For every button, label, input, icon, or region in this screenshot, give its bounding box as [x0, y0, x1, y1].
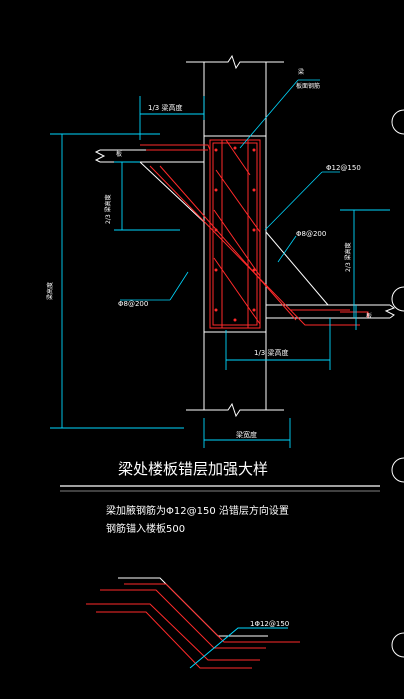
rebar-dots	[214, 146, 256, 322]
annotations: 1/3 梁高度 1/3 梁高度 2/3 梁高度 2/3 梁高度 梁高度 梁宽度 …	[46, 68, 372, 439]
note-line-2: 钢筋锚入楼板500	[106, 522, 185, 535]
dim-beam-width-label: 梁宽度	[236, 430, 257, 439]
callout-top-a: 梁	[298, 68, 304, 76]
note-line-1: 梁加腋钢筋为Φ12@150 沿错层方向设置	[106, 504, 289, 517]
callout-right-slab: 板	[366, 312, 372, 320]
dim-total-height-label: 梁高度	[46, 282, 54, 300]
rebar-phi8-left-label: Φ8@200	[118, 300, 148, 308]
dim-right-span-label: 2/3 梁高度	[344, 242, 352, 272]
haunch-rebars	[140, 139, 369, 326]
column-outline	[94, 54, 396, 418]
edge-markers	[391, 109, 404, 658]
callout-left-slab: 板	[116, 150, 122, 158]
dimension-lines	[50, 96, 390, 448]
bottom-rebar-detail	[86, 577, 300, 669]
dim-bottom-label: 1/3 梁高度	[254, 348, 289, 357]
beam-stirrups	[209, 139, 261, 329]
leader-lines	[120, 79, 340, 301]
dim-top-label: 1/3 梁高度	[148, 103, 183, 112]
drawing-title: 梁处楼板错层加强大样	[118, 460, 268, 478]
callout-top-b: 板面钢筋	[296, 82, 320, 90]
dim-left-span-label: 2/3 梁高度	[104, 194, 112, 224]
rebar-phi12-label: Φ12@150	[326, 164, 361, 172]
rebar-bottom-label: 1Φ12@150	[250, 620, 289, 628]
rebar-phi8-right-label: Φ8@200	[296, 230, 326, 238]
